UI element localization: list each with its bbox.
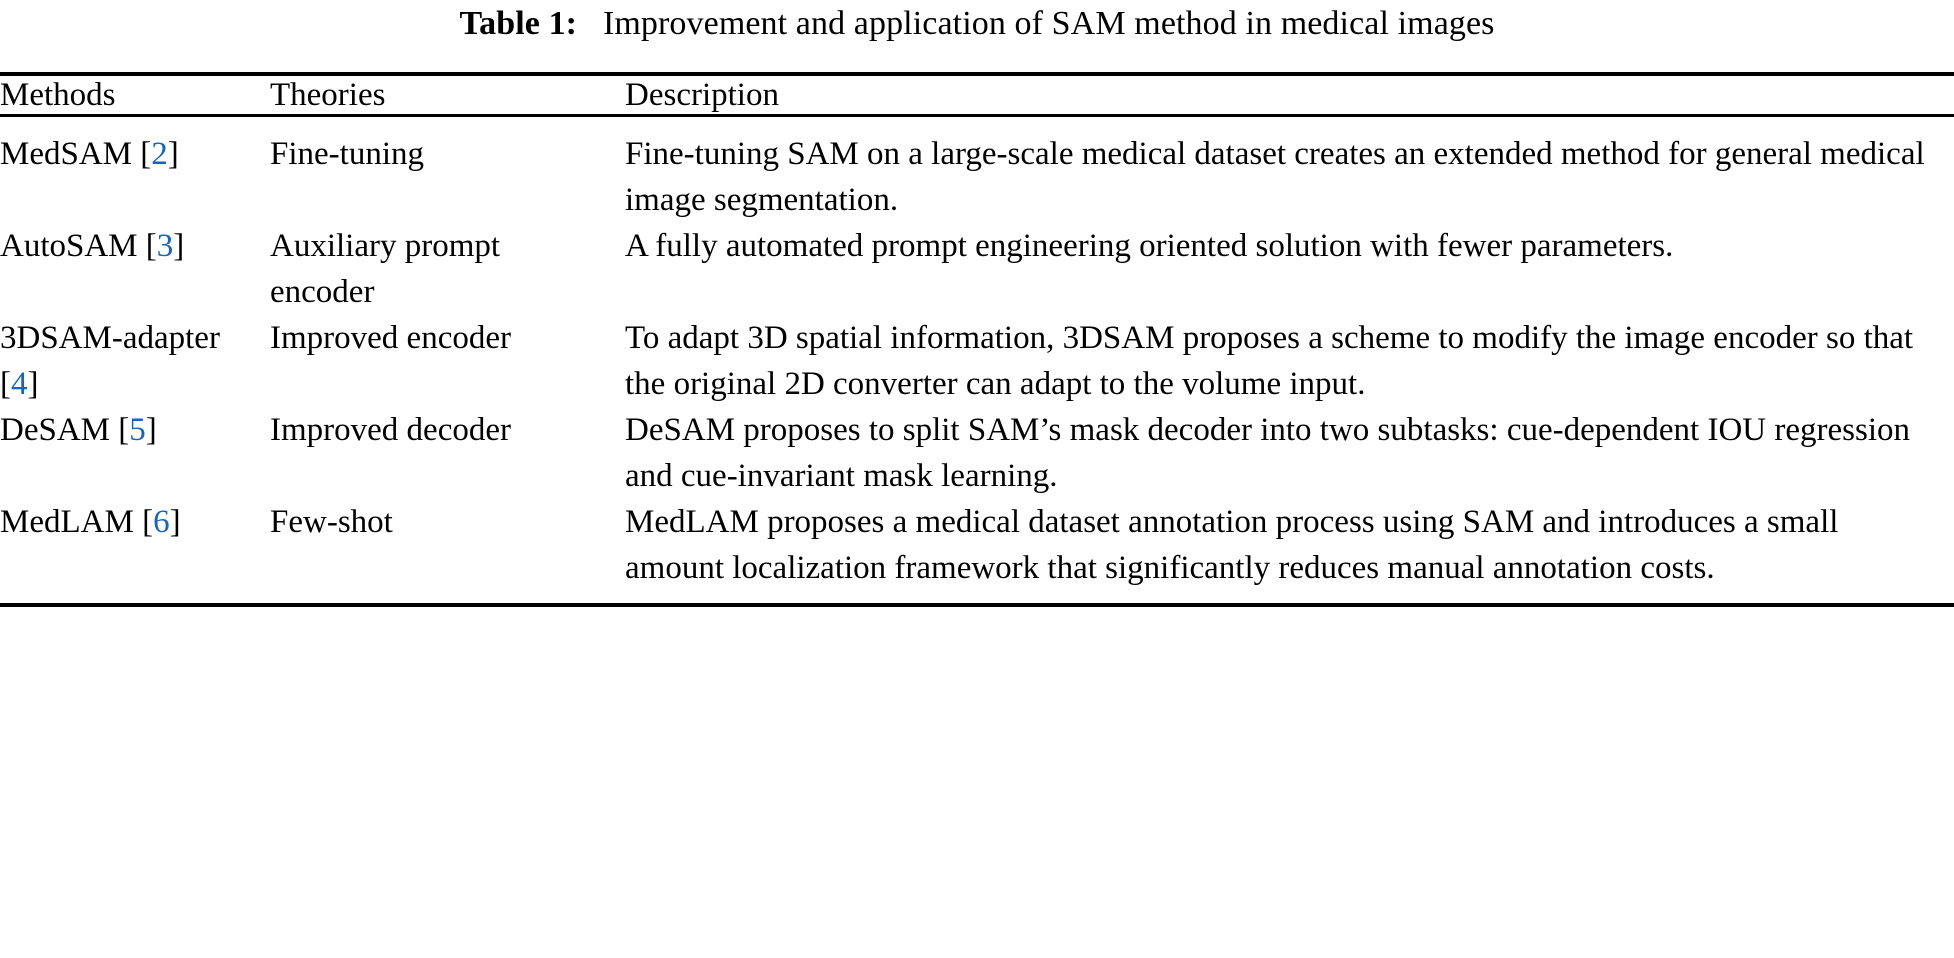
column-header-description: Description [625, 77, 779, 113]
cell-theory: Auxiliary prompt encoder [270, 228, 501, 310]
cell-method: MedSAM [2] [0, 117, 270, 223]
citation-number: 3 [156, 228, 174, 264]
column-header-methods: Methods [0, 77, 116, 113]
cell-method: MedLAM [6] [0, 499, 270, 603]
cell-description: MedLAM proposes a medical dataset annota… [625, 504, 1839, 586]
cell-description: A fully automated prompt engineering ori… [625, 228, 1674, 264]
table-row: MedLAM [6] Few-shot MedLAM proposes a me… [0, 499, 1954, 603]
data-table: Methods Theories Description [0, 76, 1954, 114]
table-caption: Table 1: Improvement and application of … [0, 0, 1954, 50]
table-caption-text: Improvement and application of SAM metho… [602, 5, 1495, 42]
citation-reference[interactable]: [5] [118, 412, 157, 448]
table-row: AutoSAM [3] Auxiliary prompt encoder A f… [0, 223, 1954, 315]
cell-theory: Few-shot [270, 504, 393, 540]
method-name: DeSAM [0, 412, 111, 448]
table-bottom-rule [0, 603, 1954, 607]
cell-description: To adapt 3D spatial information, 3DSAM p… [625, 320, 1914, 402]
column-header-theories: Theories [270, 77, 386, 113]
table-head: Methods Theories Description [0, 76, 1954, 114]
data-table-body: MedSAM [2] Fine-tuning Fine-tuning SAM o… [0, 117, 1954, 603]
table-row: 3DSAM-adapter [4] Improved encoder To ad… [0, 315, 1954, 407]
citation-number: 2 [151, 136, 168, 172]
citation-reference[interactable]: [6] [142, 504, 181, 540]
cell-method: DeSAM [5] [0, 407, 270, 499]
citation-reference[interactable]: [3] [145, 228, 185, 264]
cell-theory: Improved decoder [270, 412, 511, 448]
cell-theory: Improved encoder [270, 320, 511, 356]
citation-reference[interactable]: [2] [140, 136, 179, 172]
citation-reference[interactable]: [4] [0, 366, 39, 402]
cell-description: Fine-tuning SAM on a large-scale medical… [625, 136, 1925, 218]
table-top-rule [0, 72, 1954, 76]
method-name: 3DSAM-adapter [0, 320, 220, 356]
citation-number: 6 [153, 504, 170, 540]
method-name: MedLAM [0, 504, 134, 540]
method-name: AutoSAM [0, 228, 138, 264]
citation-number: 5 [129, 412, 146, 448]
table-body: MedSAM [2] Fine-tuning Fine-tuning SAM o… [0, 117, 1954, 603]
header-row: Methods Theories Description [0, 76, 1954, 114]
table-caption-label: Table 1: [459, 5, 578, 42]
table-row: MedSAM [2] Fine-tuning Fine-tuning SAM o… [0, 117, 1954, 223]
cell-method: AutoSAM [3] [0, 223, 270, 315]
cell-method: 3DSAM-adapter [4] [0, 315, 270, 407]
cell-description: DeSAM proposes to split SAM’s mask decod… [625, 412, 1910, 494]
method-name: MedSAM [0, 136, 133, 172]
citation-number: 4 [11, 366, 28, 402]
cell-theory: Fine-tuning [270, 136, 424, 172]
table-header-rule [0, 114, 1954, 117]
table-row: DeSAM [5] Improved decoder DeSAM propose… [0, 407, 1954, 499]
